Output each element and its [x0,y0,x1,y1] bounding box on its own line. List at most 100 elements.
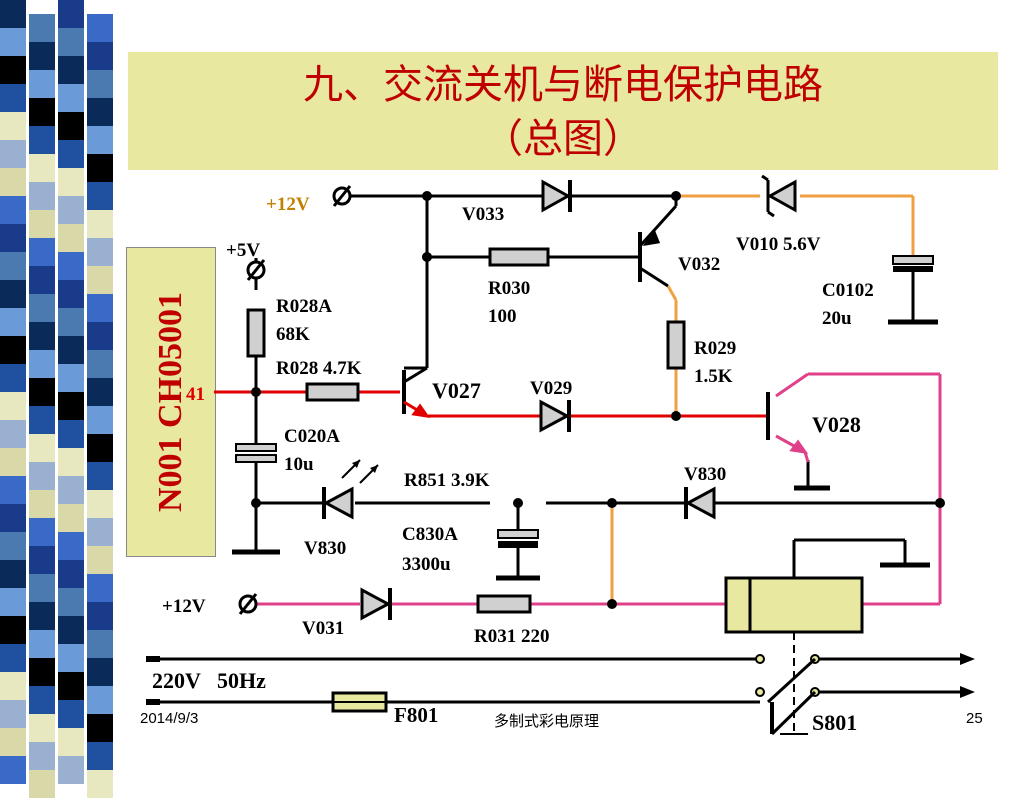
stripe-block [87,350,113,378]
stripe-block [58,168,84,196]
transistor-v028 [766,392,809,455]
label-c830a-value: 3300u [402,554,451,575]
stripe-block [29,658,55,686]
stripe-block [0,280,26,308]
stripe-block [58,420,84,448]
label-r028: R028 4.7K [276,358,362,379]
stripe-block [0,308,26,336]
red-wires [214,390,768,418]
stripe-block [87,378,113,406]
stripe-block [58,364,84,392]
stripe-block [87,686,113,714]
stripe-block [87,462,113,490]
stripe-block [29,238,55,266]
stripe-block [87,546,113,574]
label-r031: R031 220 [474,626,549,647]
terminal-12v-bottom [238,593,258,615]
chip-label-box: N001 CH05001 [126,247,216,557]
stripe-block [29,154,55,182]
label-r029-value: 1.5K [694,366,733,387]
stripe-block [0,532,26,560]
stripe-block [0,392,26,420]
label-c020a-value: 10u [284,454,314,475]
black-wires [146,194,965,705]
label-r851: R851 3.9K [404,470,490,491]
label-v830-left: V830 [304,538,346,559]
stripe-block [0,28,26,56]
capacitor-c830a [497,529,539,548]
stripe-block [87,294,113,322]
transistor-v032 [638,204,678,288]
stripe-block [0,728,26,756]
stripe-block [87,42,113,70]
label-r028a-value: 68K [276,324,310,345]
slide-subtitle: （总图） [483,116,643,162]
label-v033: V033 [462,204,504,225]
stripe-block [0,0,26,28]
stripe-block [58,588,84,616]
stripe-block [29,434,55,462]
stripe-block [0,252,26,280]
stripe-block [58,224,84,252]
stripe-block [58,112,84,140]
stripe-block [87,182,113,210]
diode-v830 [684,486,716,520]
stripe-block [87,238,113,266]
stripe-block [58,0,84,28]
stripe-block [29,98,55,126]
junction-dots [251,191,945,609]
label-v029: V029 [530,378,572,399]
stripe-block [29,462,55,490]
label-5v: +5V [226,240,260,261]
label-v830-right: V830 [684,464,726,485]
stripe-block [29,266,55,294]
stripe-block [58,532,84,560]
stripe-block [0,420,26,448]
stripe-block [58,476,84,504]
label-c0102: C0102 [822,280,874,301]
title-banner: 九、交流关机与断电保护电路 （总图） [128,52,998,170]
stripe-block [87,602,113,630]
stripe-block [0,56,26,84]
stripe-block [58,140,84,168]
diode-v029 [539,399,571,433]
stripe-block [29,210,55,238]
label-f801: F801 [394,703,438,727]
stripe-block [29,14,55,42]
stripe-block [0,364,26,392]
stripe-block [87,14,113,42]
fuse-f801 [331,691,388,713]
resistor-r029 [666,320,686,370]
stripe-block [29,350,55,378]
stripe-block [87,434,113,462]
stripe-block [87,322,113,350]
stripe-block [87,630,113,658]
stripe-block [87,742,113,770]
resistors [246,247,686,614]
stripe-block [29,546,55,574]
stripe-block [87,490,113,518]
stripe-block [58,84,84,112]
stripe-block [0,616,26,644]
footer-center-text: 多制式彩电原理 [494,713,600,730]
label-v010: V010 5.6V [736,234,821,255]
stripe-block [58,280,84,308]
diode-v031 [360,587,392,621]
stripe-block [58,196,84,224]
stripe-block [0,644,26,672]
stripe-block [0,168,26,196]
stripe-block [0,588,26,616]
stripe-block [0,336,26,364]
label-c0102-value: 20u [822,308,852,329]
terminal-5v [246,259,266,281]
stripe-block [29,490,55,518]
label-v031: V031 [302,618,344,639]
stripe-block [29,602,55,630]
footer-date: 2014/9/3 [140,710,199,727]
stripe-block [29,182,55,210]
stripe-block [58,728,84,756]
stripe-block [87,658,113,686]
stripe-block [87,210,113,238]
stripe-block [87,574,113,602]
resistor-r030 [488,247,550,267]
